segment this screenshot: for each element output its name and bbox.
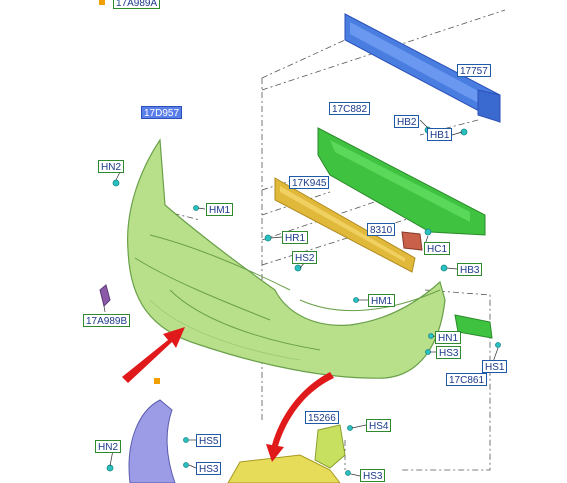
label-HB2: HB2 [394,115,420,128]
label-17C882: 17C882 [329,102,371,115]
label-HN2-top: HN2 [98,160,125,173]
label-HS3-bottom-right: HS3 [360,469,386,482]
label-HS3-bottom-left: HS3 [196,462,222,475]
bumper-cover-17D957 [127,138,446,379]
label-HS4: HS4 [366,419,392,432]
label-17D957: 17D957 [141,106,183,119]
marker-square-top [99,0,105,5]
label-15266: 15266 [305,411,339,424]
label-17A989A: 17A989A [113,0,161,9]
red-arrows [122,327,334,462]
label-HS2: HS2 [292,251,318,264]
marker-square-bottom [154,378,160,384]
bracket-17C861 [454,314,493,339]
label-HB3: HB3 [457,263,483,276]
label-HN1: HN1 [435,331,462,344]
label-HB1: HB1 [427,128,453,141]
side-bracket-lower-left [128,399,176,483]
bracket-8310 [401,231,423,251]
label-HM1-mid: HM1 [368,294,396,307]
impact-beam-17757 [344,13,501,123]
label-HR1: HR1 [282,231,309,244]
label-17A989B: 17A989B [83,314,131,327]
label-HS1: HS1 [482,360,508,373]
splash-shield [227,454,341,483]
label-17757: 17757 [457,64,491,77]
label-17K945: 17K945 [289,176,330,189]
label-8310: 8310 [367,223,396,236]
label-HC1: HC1 [424,242,451,255]
label-HN2-bottom: HN2 [95,440,122,453]
label-17C861: 17C861 [446,373,488,386]
part-17A989B [99,284,111,307]
label-HM1-top: HM1 [206,203,234,216]
label-HS3-right: HS3 [436,346,462,359]
label-HS5: HS5 [196,434,222,447]
bracket-15266 [314,424,346,469]
